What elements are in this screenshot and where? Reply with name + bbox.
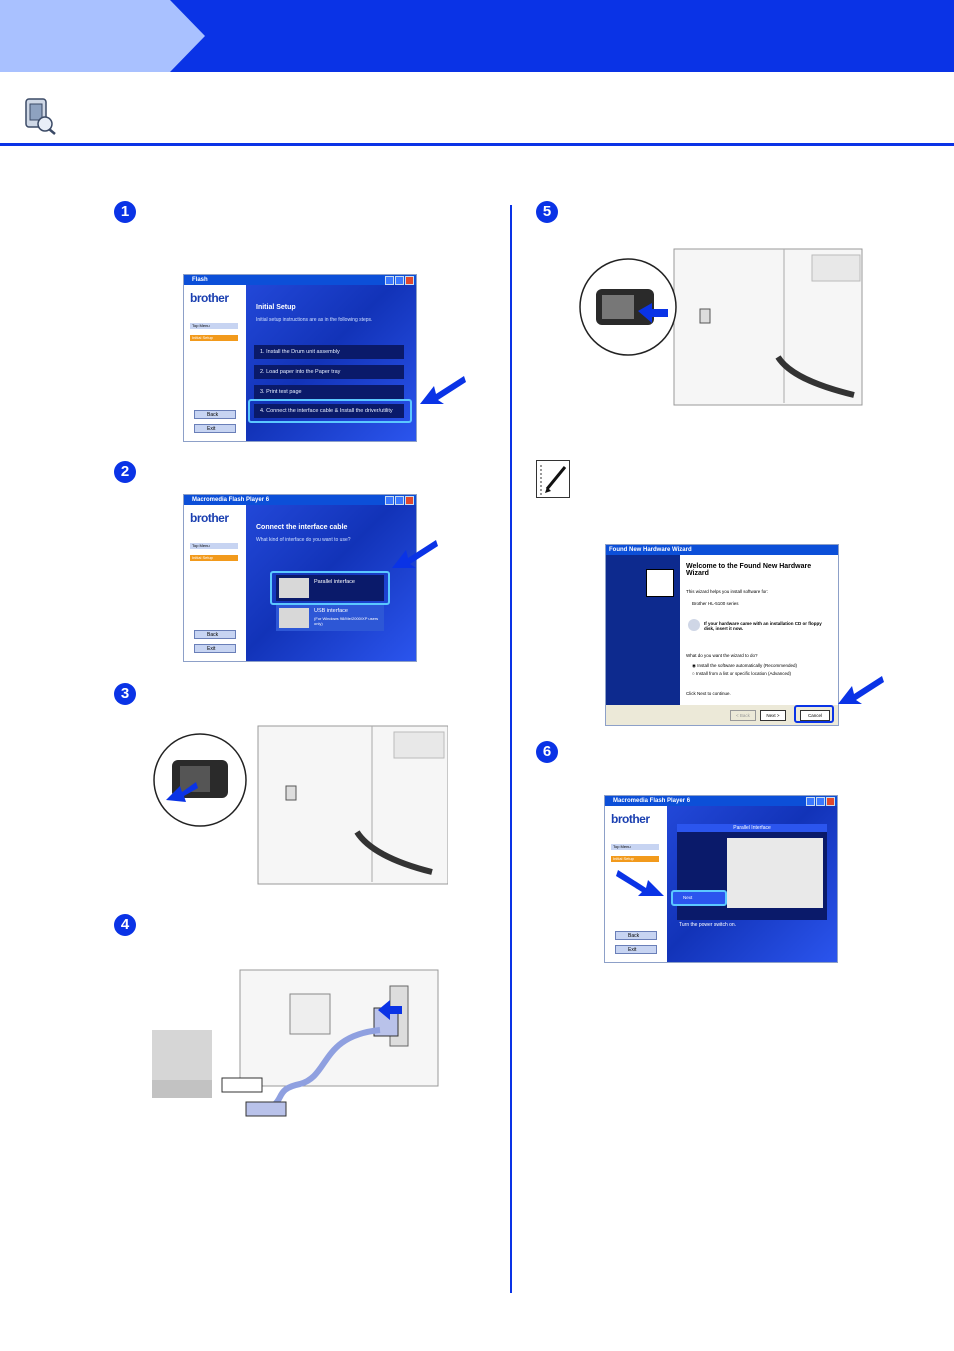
sidebar: brother Top Menu Initial Setup Back Exit xyxy=(605,806,667,962)
screen-title: Connect the interface cable xyxy=(256,524,348,531)
cd-icon xyxy=(688,619,700,631)
step-number: 2 xyxy=(114,461,136,483)
next-button: Next xyxy=(673,892,725,904)
menu-top: Top Menu xyxy=(611,844,659,850)
wizard-button-bar: < Back Next > Cancel xyxy=(606,705,838,725)
menu-current: Initial Setup xyxy=(190,555,238,561)
column-divider xyxy=(510,205,512,1293)
brother-logo: brother xyxy=(190,511,229,525)
option-advanced-label: Install from a list or specific location… xyxy=(695,671,792,676)
usb-parallel-icon xyxy=(22,96,58,136)
parallel-cable-icon xyxy=(279,578,309,598)
highlight-frame xyxy=(270,571,390,605)
panel-title: Parallel Interface xyxy=(677,824,827,832)
wizard-heading: Welcome to the Found New Hardware Wizard xyxy=(686,563,812,577)
step-number: 3 xyxy=(114,683,136,705)
exit-button: Exit xyxy=(194,644,236,653)
video-panel xyxy=(677,832,827,920)
screen-subtitle: What kind of interface do you want to us… xyxy=(256,537,351,543)
brother-logo: brother xyxy=(190,291,229,305)
caption: Turn the power switch on. xyxy=(679,922,737,928)
setup-step: 1. Install the Drum unit assembly xyxy=(254,345,404,359)
parallel-cable-connection-illustration xyxy=(150,966,490,1130)
minimize-icon xyxy=(806,797,815,806)
header-rule xyxy=(0,143,954,146)
printer-power-switch-illustration xyxy=(152,722,449,890)
hardware-icon xyxy=(646,569,674,597)
maximize-icon xyxy=(395,496,404,505)
step-number: 4 xyxy=(114,914,136,936)
printer-power-switch-illustration xyxy=(578,247,864,409)
window-title: Found New Hardware Wizard xyxy=(606,545,838,555)
usb-note: (For Windows 98/Me/2000/XP users only) xyxy=(314,616,379,626)
wizard-continue: Click Next to continue. xyxy=(686,691,731,696)
pointer-arrow-icon xyxy=(420,376,466,404)
setup-step: 4. Connect the interface cable & Install… xyxy=(254,404,404,418)
sidebar: brother Top Menu Initial Setup Back Exit xyxy=(184,505,246,661)
screen-subtitle: Initial setup instructions are as in the… xyxy=(256,317,373,323)
back-button: Back xyxy=(615,931,657,940)
cancel-button: Cancel xyxy=(800,710,830,721)
step-number: 1 xyxy=(114,201,136,223)
wizard-cd-note: If your hardware came with an installati… xyxy=(704,621,822,631)
pointer-arrow-icon xyxy=(392,540,438,568)
maximize-icon xyxy=(395,276,404,285)
setup-step: 3. Print test page xyxy=(254,385,404,399)
close-icon xyxy=(405,496,414,505)
highlight-frame xyxy=(248,399,412,423)
minimize-icon xyxy=(385,496,394,505)
step-number: 5 xyxy=(536,201,558,223)
usb-option: USB interface (For Windows 98/Me/2000/XP… xyxy=(276,605,384,631)
exit-button: Exit xyxy=(194,424,236,433)
wizard-question: What do you want the wizard to do? xyxy=(686,653,758,658)
menu-top: Top Menu xyxy=(190,543,238,549)
sidebar: brother Top Menu Initial Setup Back Exit xyxy=(184,285,246,441)
wizard-side-panel xyxy=(606,555,680,705)
usb-cable-icon xyxy=(279,608,309,628)
window-title: Macromedia Flash Player 6 xyxy=(605,796,837,806)
screenshot-found-new-hardware-wizard: Found New Hardware Wizard Welcome to the… xyxy=(605,544,839,726)
highlight-frame xyxy=(794,705,834,723)
printer-photo xyxy=(727,838,823,908)
exit-button: Exit xyxy=(615,945,657,954)
usb-label: USB interface xyxy=(314,608,348,614)
window-title: Macromedia Flash Player 6 xyxy=(184,495,416,505)
option-advanced-install: ○ Install from a list or specific locati… xyxy=(692,671,792,676)
back-button: < Back xyxy=(730,710,756,721)
close-icon xyxy=(826,797,835,806)
pointer-arrow-icon xyxy=(838,676,884,704)
screenshot-initial-setup: Flash brother Top Menu Initial Setup Bac… xyxy=(183,274,417,442)
wizard-intro: This wizard helps you install software f… xyxy=(686,589,769,594)
screen-title: Initial Setup xyxy=(256,304,296,311)
option-auto-install: ◉ Install the software automatically (Re… xyxy=(692,663,797,668)
maximize-icon xyxy=(816,797,825,806)
header-step-tab xyxy=(0,0,205,72)
minimize-icon xyxy=(385,276,394,285)
option-auto-label: Install the software automatically (Reco… xyxy=(697,663,797,668)
parallel-option: Parallel interface xyxy=(276,575,384,601)
highlight-frame xyxy=(671,890,727,906)
back-button: Back xyxy=(194,630,236,639)
window-title: Flash xyxy=(184,275,416,285)
menu-current: Initial Setup xyxy=(611,856,659,862)
note-icon xyxy=(536,460,570,498)
screenshot-connect-cable: Macromedia Flash Player 6 brother Top Me… xyxy=(183,494,417,662)
back-button: Back xyxy=(194,410,236,419)
parallel-label: Parallel interface xyxy=(314,579,355,585)
setup-step: 2. Load paper into the Paper tray xyxy=(254,365,404,379)
screenshot-parallel-interface: Macromedia Flash Player 6 brother Top Me… xyxy=(604,795,838,963)
menu-top: Top Menu xyxy=(190,323,238,329)
wizard-device: Brother HL-5100 series xyxy=(692,601,739,606)
step-number: 6 xyxy=(536,741,558,763)
pointer-arrow-icon xyxy=(616,870,664,896)
menu-current: Initial Setup xyxy=(190,335,238,341)
next-button: Next > xyxy=(760,710,786,721)
close-icon xyxy=(405,276,414,285)
brother-logo: brother xyxy=(611,812,650,826)
